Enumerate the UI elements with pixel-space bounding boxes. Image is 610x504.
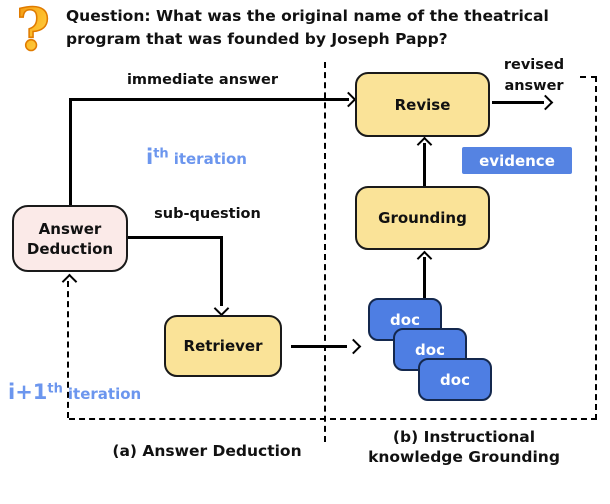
revise-label: Revise <box>394 95 451 114</box>
question-mark-icon: ? <box>4 0 62 64</box>
ith-iteration-sup: th <box>153 146 169 162</box>
grounding-label: Grounding <box>378 209 467 227</box>
doc-label-1: doc <box>390 310 420 329</box>
retriever-node: Retriever <box>164 315 282 377</box>
panel-separator-dashed-line <box>324 62 326 442</box>
grounding-to-revise-arrowhead-icon <box>416 136 433 153</box>
panel-b-caption-line2: knowledge Grounding <box>368 448 560 466</box>
ith-iteration-base: i <box>146 145 154 169</box>
evidence-tag: evidence <box>462 147 572 174</box>
svg-text:?: ? <box>16 1 50 59</box>
immediate-answer-label: immediate answer <box>126 72 279 88</box>
sub-question-arrowhead-icon <box>213 300 230 317</box>
panel-a-caption: (a) Answer Deduction <box>112 442 302 460</box>
i-plus-1th-word: iteration <box>67 385 142 403</box>
answer-deduction-label-line1: Answer <box>38 219 102 238</box>
retriever-to-docs-arrow <box>291 345 347 348</box>
iteration-loop-feedback-dashed-line <box>67 281 69 418</box>
grounding-to-revise-arrow <box>423 143 426 186</box>
answer-deduction-label-line2: Deduction <box>26 239 114 258</box>
sub-question-arrow-vertical <box>220 236 223 306</box>
docs-to-grounding-arrowhead-icon <box>416 250 433 267</box>
panel-b-caption: (b) Instructional knowledge Grounding <box>358 427 570 467</box>
revised-answer-label: revised answer <box>493 55 575 97</box>
revised-answer-arrow <box>492 101 544 104</box>
revised-answer-line1: revised <box>503 57 565 73</box>
docs-to-grounding-arrow <box>423 257 426 298</box>
iteration-loop-arrowhead-icon <box>61 273 78 290</box>
retriever-label: Retriever <box>183 337 263 355</box>
panel-b-caption-line1: (b) Instructional <box>392 428 536 446</box>
revise-node: Revise <box>355 72 490 137</box>
doc-label-2: doc <box>415 340 445 359</box>
grounding-node: Grounding <box>355 186 490 250</box>
immediate-answer-arrow-vertical <box>69 99 72 205</box>
sub-question-label: sub-question <box>154 206 261 222</box>
immediate-answer-arrow-horizontal <box>69 98 349 101</box>
iteration-loop-bottom-dashed-line <box>69 418 597 420</box>
i-plus-1th-sup: th <box>47 381 63 397</box>
iteration-loop-right-dashed-border <box>580 76 597 420</box>
i-plus-1th-base: i+1 <box>8 380 48 404</box>
sub-question-arrow-horizontal <box>128 236 223 239</box>
doc-label-3: doc <box>440 370 470 389</box>
revised-answer-arrowhead-icon <box>537 94 554 111</box>
retriever-to-docs-arrowhead-icon <box>345 338 362 355</box>
question-text: Question: What was the original name of … <box>66 7 549 48</box>
doc-card-3: doc <box>418 358 492 401</box>
revised-answer-line2: answer <box>504 78 564 94</box>
answer-deduction-node: Answer Deduction <box>12 205 128 272</box>
ith-iteration-word: iteration <box>173 150 247 168</box>
evidence-label: evidence <box>479 151 555 170</box>
immediate-answer-arrowhead-icon <box>340 91 357 108</box>
